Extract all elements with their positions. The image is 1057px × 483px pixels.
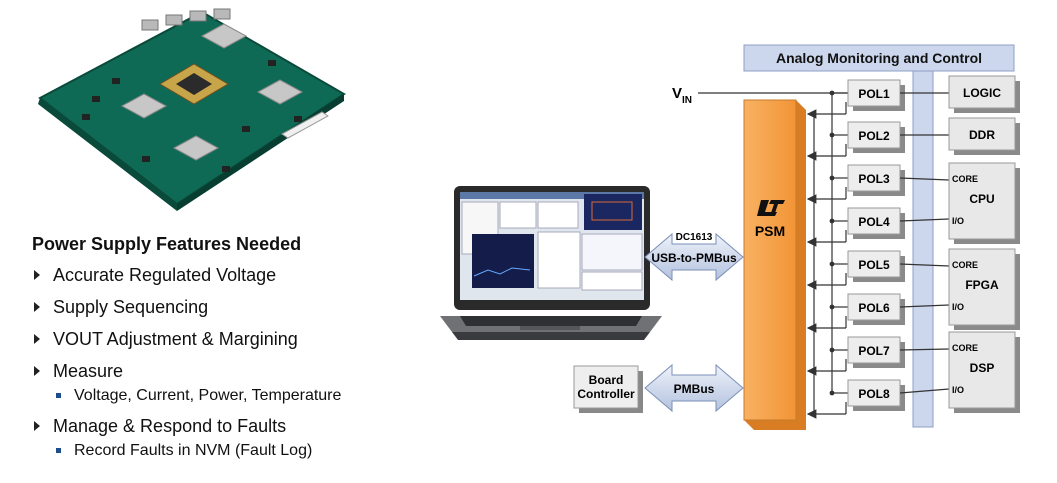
pmbus-label: PMBus	[674, 382, 715, 396]
triangle-bullet-icon	[34, 302, 40, 312]
feature-label: Measure	[53, 361, 124, 381]
load-group: LOGIC DDR CORE CPU I/O CORE FPGA I/O COR…	[948, 75, 1020, 413]
ddr-load-box	[948, 117, 1016, 151]
pol-output-line	[899, 263, 950, 267]
bus-junction-dot	[829, 390, 835, 396]
cpu-core-label: CORE	[952, 174, 978, 184]
feature-sublabel: Record Faults in NVM (Fault Log)	[74, 442, 313, 459]
feature-item: Accurate Regulated Voltage	[32, 265, 452, 286]
bus-junction-dot	[829, 132, 835, 138]
square-bullet-icon	[56, 448, 61, 453]
feature-heading: Power Supply Features Needed	[32, 234, 302, 254]
laptop-image	[440, 186, 662, 340]
usb-to-pmbus-arrow	[644, 232, 744, 282]
pol-box	[847, 121, 901, 149]
pol-label: POL6	[858, 301, 890, 315]
ltc-logo-icon	[757, 200, 785, 216]
bus-junction-dot	[829, 218, 835, 224]
cpu-io-label: I/O	[952, 216, 964, 226]
usb-adapter-label: DC1613	[676, 232, 713, 243]
bus-junction-dot	[829, 261, 835, 267]
pol-label: POL1	[858, 87, 890, 101]
psm-label: PSM	[755, 223, 785, 239]
feature-item: Measure	[32, 361, 452, 382]
feature-subitem: Record Faults in NVM (Fault Log)	[32, 442, 452, 460]
usb-to-pmbus-label: USB-to-PMBus	[651, 251, 737, 265]
monitor-band-vertical	[912, 70, 934, 428]
pol-output-line	[899, 304, 950, 308]
bus-junction-dot	[829, 90, 835, 96]
pol-label: POL4	[858, 215, 890, 229]
triangle-bullet-icon	[34, 270, 40, 280]
pol-box	[847, 79, 901, 107]
feature-label: VOUT Adjustment & Margining	[53, 329, 298, 349]
pol-label: POL3	[858, 172, 890, 186]
feature-list: Power Supply Features Needed Accurate Re…	[32, 234, 452, 471]
feature-label: Manage & Respond to Faults	[53, 416, 287, 436]
psm-block	[743, 99, 797, 421]
feature-label: Supply Sequencing	[53, 297, 209, 317]
bus-junction-dot	[829, 347, 835, 353]
pol-output-line	[899, 348, 950, 351]
monitor-title: Analog Monitoring and Control	[776, 50, 982, 66]
feature-sublabel: Voltage, Current, Power, Temperature	[74, 387, 342, 404]
pmbus-arrow	[644, 363, 744, 413]
board-controller-line1: Board	[589, 373, 624, 387]
triangle-bullet-icon	[34, 334, 40, 344]
feature-subitem: Voltage, Current, Power, Temperature	[32, 387, 452, 405]
monitor-band-top	[743, 44, 1015, 72]
square-bullet-icon	[56, 393, 61, 398]
pol-output-line	[899, 388, 950, 394]
bus-junction-dot	[829, 175, 835, 181]
feature-item: Supply Sequencing	[32, 297, 452, 318]
pol-label: POL2	[858, 129, 890, 143]
pol-label: POL5	[858, 258, 890, 272]
board-controller-line2: Controller	[577, 387, 635, 401]
board-controller-box	[573, 365, 639, 409]
vin-subscript: IN	[682, 95, 692, 106]
dsp-core-label: CORE	[952, 343, 978, 353]
logic-load-box	[948, 75, 1016, 109]
dsp-io-label: I/O	[952, 385, 964, 395]
vin-label: V	[672, 85, 682, 102]
fpga-load-box	[948, 248, 1016, 326]
fpga-load-label: FPGA	[965, 278, 999, 292]
pol-label: POL7	[858, 344, 890, 358]
pol-box	[847, 164, 901, 192]
pol-box	[847, 293, 901, 321]
fpga-core-label: CORE	[952, 260, 978, 270]
dsp-load-box	[948, 331, 1016, 409]
pol-box	[847, 336, 901, 364]
cpu-load-label: CPU	[969, 192, 994, 206]
logic-load-label: LOGIC	[963, 86, 1001, 100]
dsp-load-label: DSP	[970, 361, 995, 375]
cpu-load-box	[948, 162, 1016, 240]
pol-output-line	[899, 218, 950, 222]
bus-junction-dot	[829, 304, 835, 310]
feature-item: Manage & Respond to Faults	[32, 416, 452, 437]
feature-label: Accurate Regulated Voltage	[53, 265, 277, 285]
pol-label: POL8	[858, 387, 890, 401]
triangle-bullet-icon	[34, 366, 40, 376]
feature-item: VOUT Adjustment & Margining	[32, 329, 452, 350]
ddr-load-label: DDR	[969, 128, 995, 142]
pol-output-line	[899, 177, 950, 181]
fpga-io-label: I/O	[952, 302, 964, 312]
pcb-board-image	[38, 8, 346, 211]
triangle-bullet-icon	[34, 421, 40, 431]
